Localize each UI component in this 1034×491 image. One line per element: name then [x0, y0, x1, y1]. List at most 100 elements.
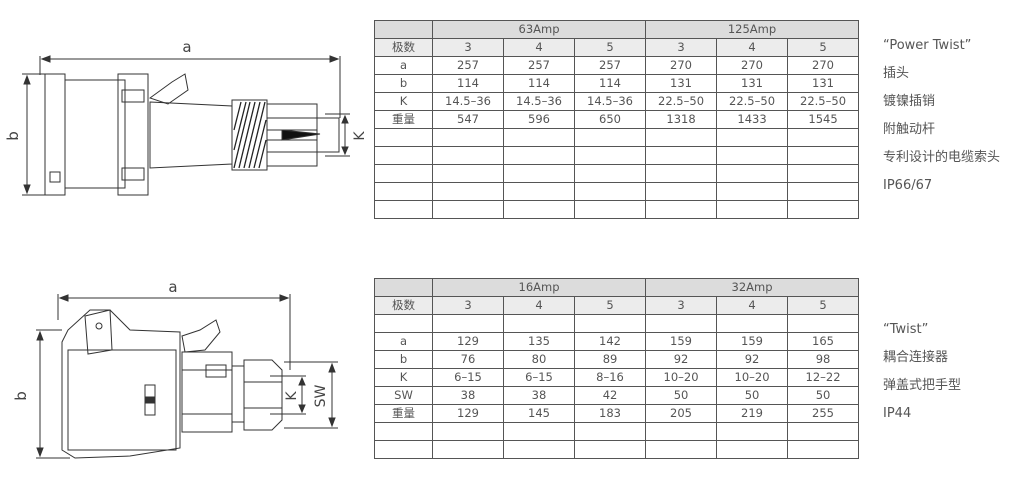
cell: 50: [716, 386, 789, 405]
cell: 6–15: [503, 368, 575, 387]
cell: 92: [645, 350, 718, 369]
cell: 12–22: [787, 368, 860, 387]
cell: 14.5–36: [573, 92, 647, 111]
description-line: “Power Twist”: [883, 38, 972, 53]
cell: 22.5–50: [716, 92, 789, 111]
cell: 1433: [716, 110, 789, 129]
pole-count: 3: [432, 38, 504, 57]
cell: 135: [503, 332, 575, 351]
empty-row: [374, 314, 860, 333]
poles-label: 极数: [374, 38, 433, 57]
pole-count: 5: [787, 38, 860, 57]
row-label: K: [374, 368, 433, 387]
cell: 114: [432, 74, 504, 93]
empty-row: [374, 146, 860, 165]
table-row: 重量 129 145 183 205 219 255: [374, 404, 860, 423]
description-line: 耦合连接器: [883, 350, 949, 365]
cell: 89: [573, 350, 647, 369]
row-label: K: [374, 92, 433, 111]
cell: 129: [432, 332, 504, 351]
pole-count: 4: [503, 296, 575, 315]
empty-row: [374, 164, 860, 183]
dim-sw-label: SW: [313, 384, 329, 407]
description-line: 镀镍插销: [883, 94, 936, 109]
row-label: a: [374, 56, 433, 75]
cell: 38: [503, 386, 575, 405]
spec-table-connector: 16Amp 32Amp 极数 3 4 5 3 4 5 a 129 135 142…: [374, 278, 860, 459]
cell: 10–20: [645, 368, 718, 387]
group-header: 63Amp: [431, 20, 647, 39]
empty-row: [374, 182, 860, 201]
cell: 1318: [645, 110, 718, 129]
table-row: b 114 114 114 131 131 131: [374, 74, 860, 93]
cell: 145: [503, 404, 575, 423]
empty-row: [374, 440, 860, 459]
cell: 165: [787, 332, 860, 351]
cell: 114: [503, 74, 575, 93]
cell: 80: [503, 350, 575, 369]
dim-a-label: a: [182, 38, 191, 56]
row-label: 重量: [374, 110, 433, 129]
cell: 257: [432, 56, 504, 75]
description-line: IP66/67: [883, 178, 933, 193]
description-line: IP44: [883, 406, 912, 421]
cell: 14.5–36: [432, 92, 504, 111]
cell: 270: [645, 56, 718, 75]
connector-description: “Twist” 耦合连接器 弹盖式把手型 IP44: [883, 316, 961, 428]
cell: 14.5–36: [503, 92, 575, 111]
empty-row: [374, 200, 860, 219]
pole-count: 5: [573, 296, 647, 315]
cell: 98: [787, 350, 860, 369]
pole-count: 5: [573, 38, 647, 57]
cell: 596: [503, 110, 575, 129]
row-label: 重量: [374, 404, 433, 423]
cell: 10–20: [716, 368, 789, 387]
cell: 183: [573, 404, 647, 423]
table-row: K 6–15 6–15 8–16 10–20 10–20 12–22: [374, 368, 860, 387]
cell: 50: [787, 386, 860, 405]
pole-count: 3: [432, 296, 504, 315]
table-row: a 129 135 142 159 159 165: [374, 332, 860, 351]
pole-count: 4: [503, 38, 575, 57]
table-row: SW 38 38 42 50 50 50: [374, 386, 860, 405]
row-label: SW: [374, 386, 433, 405]
cell: 257: [573, 56, 647, 75]
pole-count: 3: [645, 296, 718, 315]
cell: 547: [432, 110, 504, 129]
cell: 38: [432, 386, 504, 405]
pole-count: 4: [716, 296, 789, 315]
cell: 270: [716, 56, 789, 75]
row-label: a: [374, 332, 433, 351]
table-row: b 76 80 89 92 92 98: [374, 350, 860, 369]
table-row: K 14.5–36 14.5–36 14.5–36 22.5–50 22.5–5…: [374, 92, 860, 111]
empty-row: [374, 128, 860, 147]
dim-k-label: K: [352, 131, 368, 141]
poles-label: 极数: [374, 296, 433, 315]
cell: 131: [716, 74, 789, 93]
description-line: “Twist”: [883, 322, 929, 337]
cell: 8–16: [573, 368, 647, 387]
cell: 219: [716, 404, 789, 423]
row-label: b: [374, 350, 433, 369]
group-header: 125Amp: [645, 20, 860, 39]
connector-drawing: a b K SW: [0, 270, 370, 480]
cell: 76: [432, 350, 504, 369]
plug-drawing: a b K: [0, 0, 370, 210]
cell: 22.5–50: [787, 92, 860, 111]
cell: 129: [432, 404, 504, 423]
cell: 42: [573, 386, 647, 405]
cell: 22.5–50: [645, 92, 718, 111]
cell: 159: [716, 332, 789, 351]
empty-row: [374, 422, 860, 441]
cell: 1545: [787, 110, 860, 129]
pole-count: 4: [716, 38, 789, 57]
cell: 270: [787, 56, 860, 75]
cell: 255: [787, 404, 860, 423]
cell: 142: [573, 332, 647, 351]
corner-cell: [374, 20, 433, 39]
spec-table-plug: 63Amp 125Amp 极数 3 4 5 3 4 5 a 257 257 25…: [374, 20, 860, 219]
cell: 650: [573, 110, 647, 129]
cell: 131: [787, 74, 860, 93]
cell: 92: [716, 350, 789, 369]
description-line: 弹盖式把手型: [883, 378, 962, 393]
